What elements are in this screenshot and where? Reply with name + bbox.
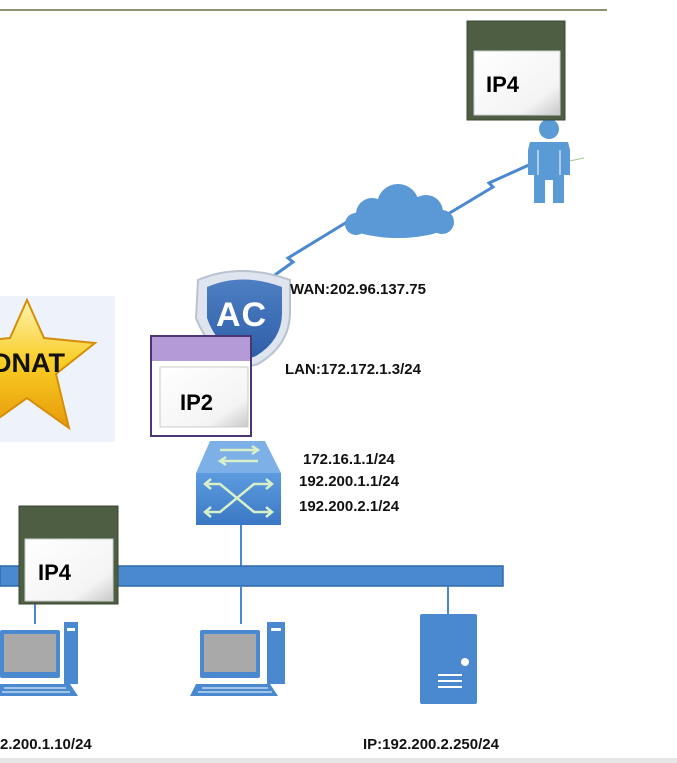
- switch-ip-2: 192.200.1.1/24: [299, 473, 400, 490]
- dnat-label: DNAT: [0, 348, 65, 378]
- switch-ip-1: 172.16.1.1/24: [303, 451, 395, 468]
- server-ip-label: IP:192.200.2.250/24: [363, 736, 499, 753]
- computer-icon-middle: [190, 622, 285, 696]
- pc-left-ip-label: 2.200.1.10/24: [0, 736, 92, 753]
- server-icon: [420, 614, 477, 704]
- internet-cloud-icon: [345, 184, 454, 238]
- ip4-policy-note-bottom: [24, 538, 114, 602]
- switch-icon: [196, 441, 281, 525]
- lan-address-label: LAN:172.172.1.3/24: [285, 361, 421, 378]
- ip4-policy-label-top: IP4: [486, 72, 520, 97]
- ip2-policy-label: IP2: [180, 390, 214, 415]
- bottom-edge-bar: [0, 758, 677, 763]
- computer-icon-left: [0, 622, 78, 696]
- star-icon: [0, 297, 98, 431]
- switch-ip-3: 192.200.2.1/24: [299, 498, 400, 515]
- ip4-policy-label-bottom: IP4: [38, 560, 72, 585]
- wan-link-right: [447, 158, 541, 216]
- user-icon: [528, 119, 570, 203]
- ip2-policy-header: [152, 337, 250, 361]
- wan-address-label: WAN:202.96.137.75: [290, 281, 426, 298]
- ac-label: AC: [216, 296, 268, 334]
- ip4-policy-note-top: [473, 50, 561, 116]
- ip2-policy-note: [159, 366, 249, 428]
- lan-bus: [0, 565, 504, 587]
